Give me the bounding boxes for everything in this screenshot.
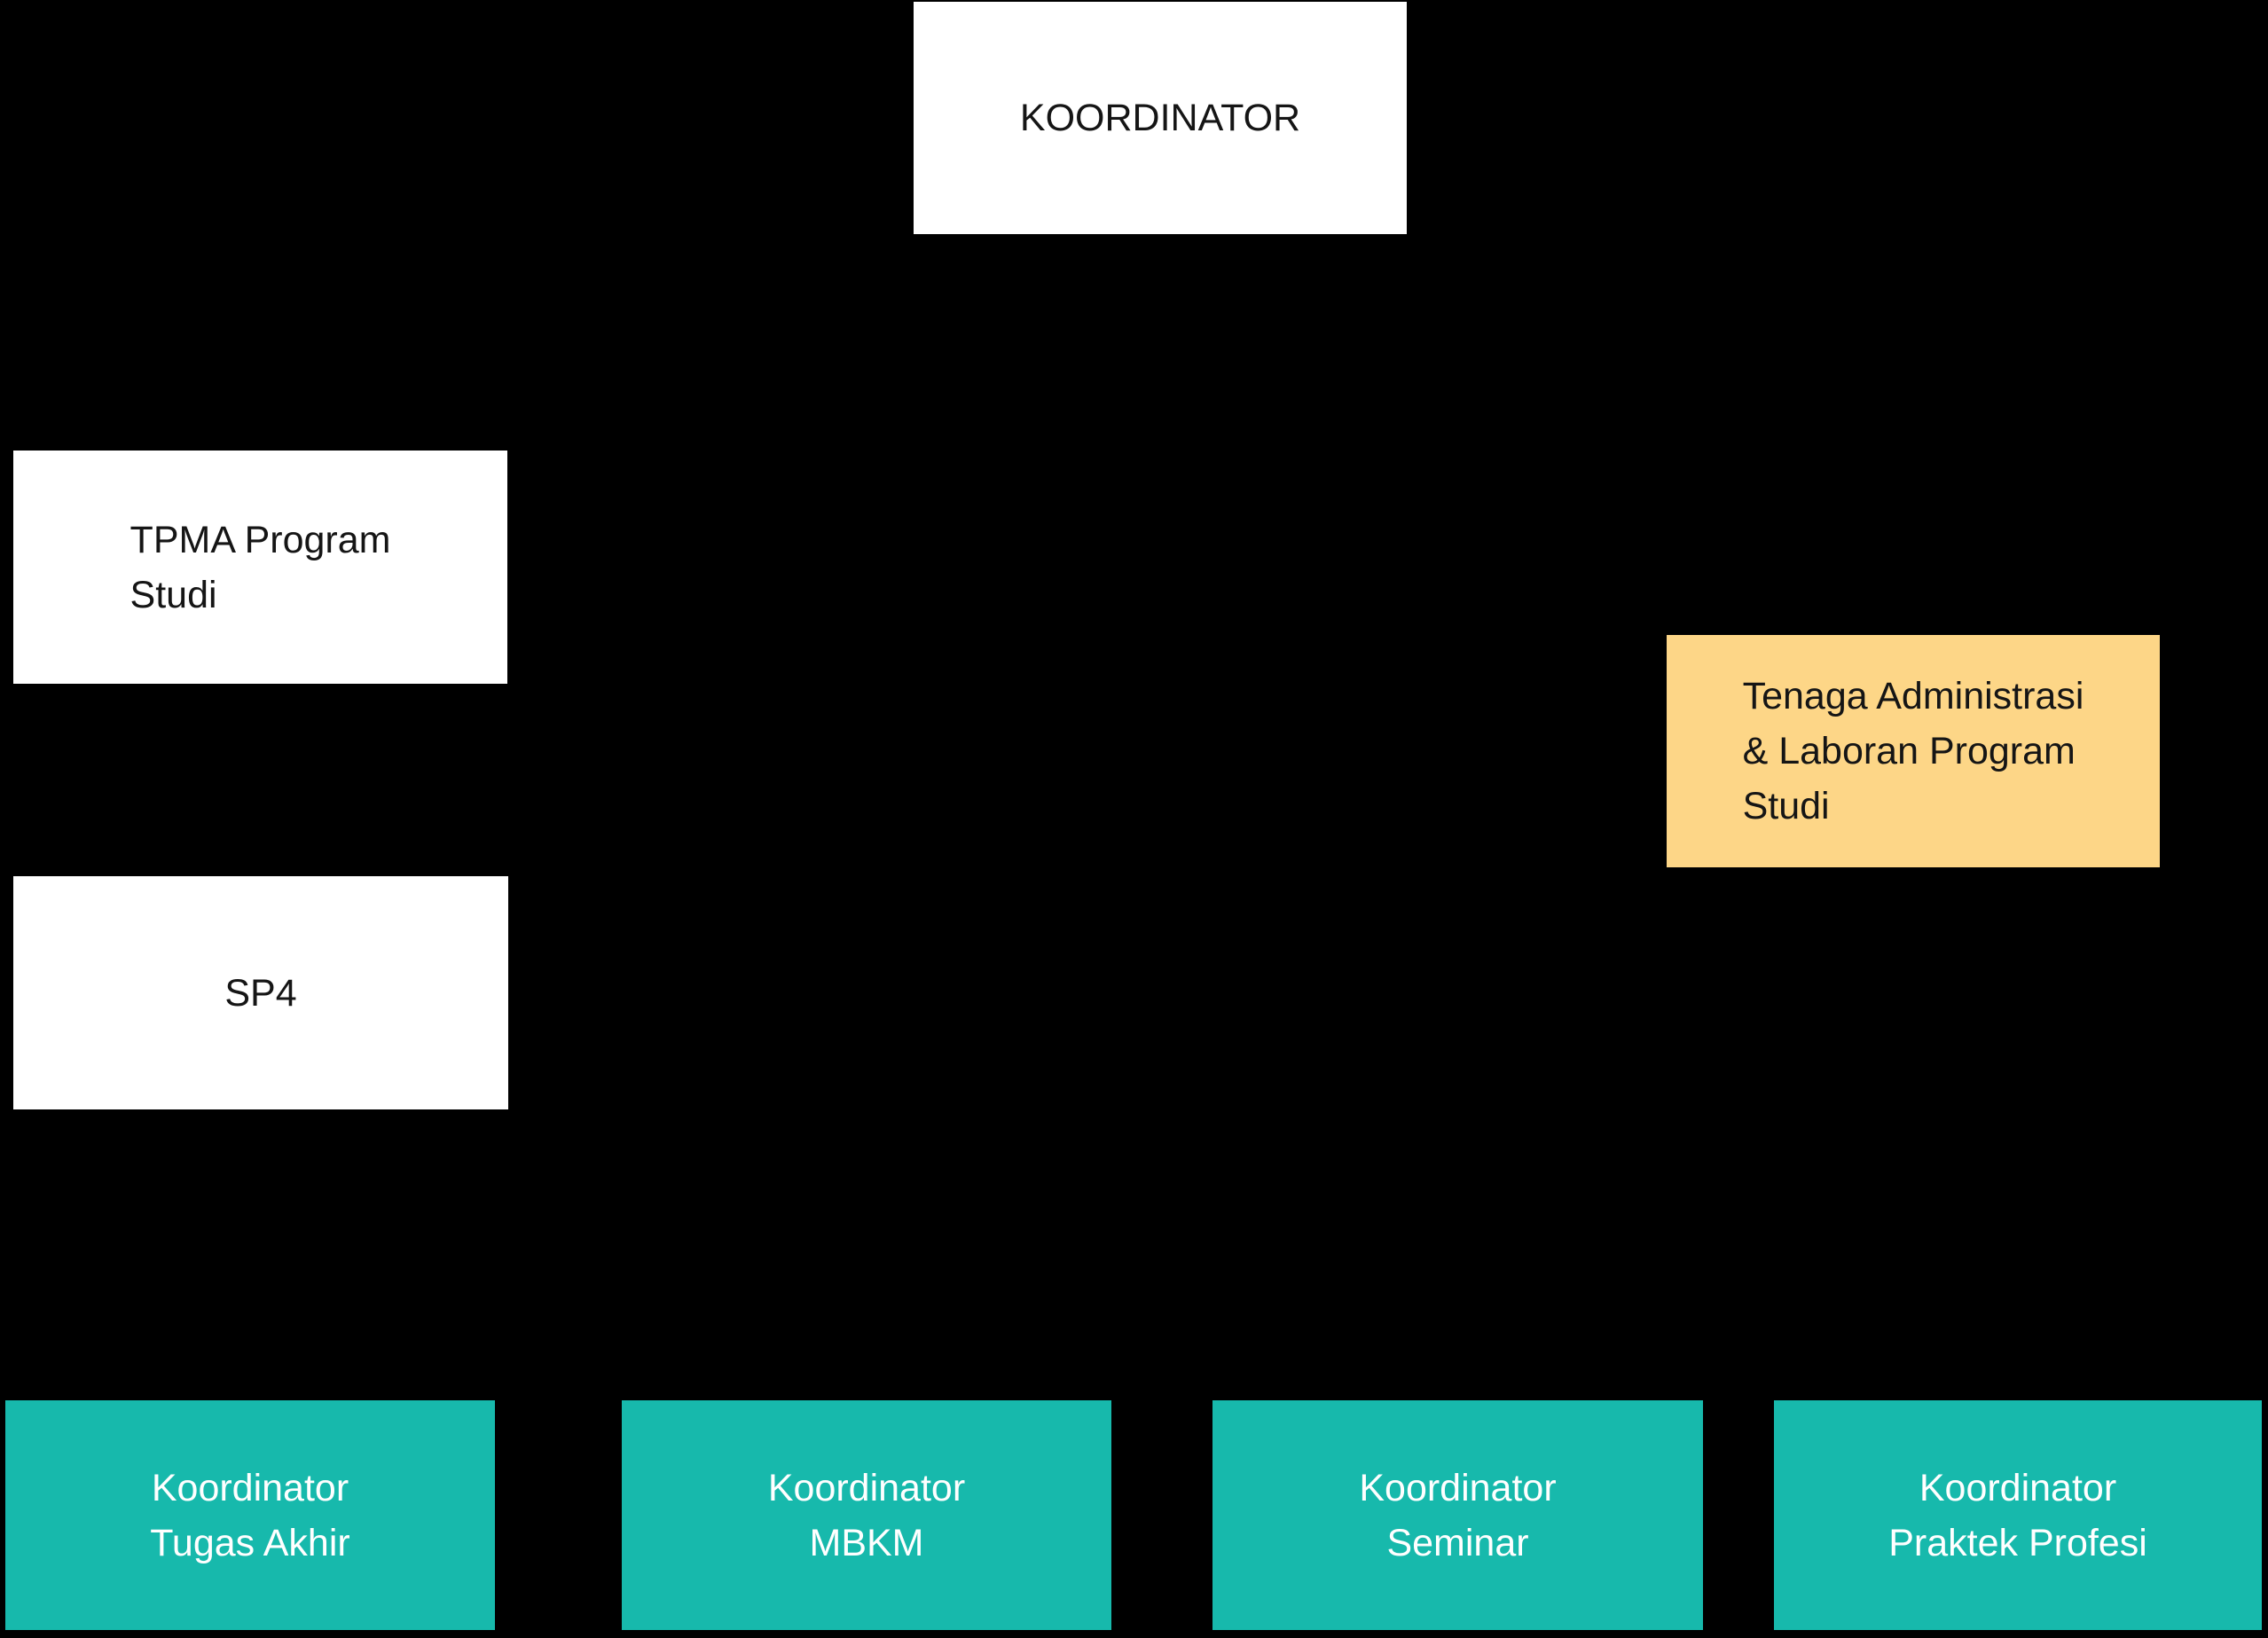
node-koordinator-praktek-profesi: Koordinator Praktek Profesi [1774,1400,2262,1630]
node-koordinator-mbkm: Koordinator MBKM [622,1400,1111,1630]
node-koordinator-mbkm-label: Koordinator MBKM [767,1466,966,1564]
node-koordinator-seminar-label: Koordinator Seminar [1359,1466,1557,1564]
node-tenaga-administrasi-laboran: Tenaga Administrasi & Laboran Program St… [1667,635,2160,867]
node-sp4-label: SP4 [224,971,297,1015]
node-sp4: SP4 [13,876,508,1109]
node-koordinator-label: KOORDINATOR [1019,97,1301,139]
node-koordinator-seminar: Koordinator Seminar [1212,1400,1703,1630]
node-koordinator-praktek-profesi-label: Koordinator Praktek Profesi [1888,1466,2147,1564]
node-koordinator-tugas-akhir-label: Koordinator Tugas Akhir [150,1466,350,1564]
node-tpma-program-studi-label: TPMA Program Studi [129,518,391,616]
node-koordinator: KOORDINATOR [914,2,1407,234]
node-tenaga-administrasi-laboran-label: Tenaga Administrasi & Laboran Program St… [1742,675,2084,827]
node-tpma-program-studi: TPMA Program Studi [13,451,507,684]
node-koordinator-tugas-akhir: Koordinator Tugas Akhir [5,1400,495,1630]
